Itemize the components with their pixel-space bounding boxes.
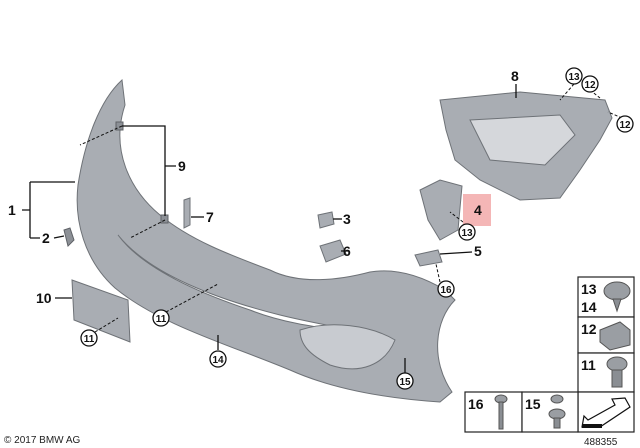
callout-1[interactable]: 1: [8, 202, 16, 218]
leader-5: [439, 251, 473, 255]
legend-cell-arrow[interactable]: [581, 397, 631, 428]
circled-ref-13-top[interactable]: 13: [565, 67, 583, 85]
part-4-bracket[interactable]: [419, 179, 463, 241]
circled-ref-12-top[interactable]: 12: [581, 75, 599, 93]
svg-text:12: 12: [581, 321, 597, 337]
svg-text:11: 11: [156, 314, 167, 325]
clip-nut-icon: [603, 281, 631, 313]
callout-5[interactable]: 5: [474, 243, 482, 259]
callout-7[interactable]: 7: [206, 209, 214, 225]
svg-text:11: 11: [581, 357, 596, 373]
long-bolt-icon: [494, 394, 508, 430]
part-7-bracket[interactable]: [183, 197, 191, 229]
circled-ref-16[interactable]: 16: [437, 280, 455, 298]
svg-text:13: 13: [581, 281, 597, 297]
leader-2: [53, 235, 65, 239]
svg-text:12: 12: [619, 120, 631, 131]
bumper-side-intake: [299, 324, 396, 370]
legend-cell-12[interactable]: 12: [581, 321, 631, 351]
diagram-number: 488355: [584, 437, 618, 448]
circled-ref-11-plate[interactable]: 11: [80, 329, 98, 347]
circled-ref-13-part4[interactable]: 13: [458, 223, 476, 241]
circled-ref-11-bumper[interactable]: 11: [152, 309, 170, 327]
svg-text:11: 11: [84, 334, 95, 345]
svg-text:13: 13: [461, 228, 473, 239]
part-6-cover[interactable]: [319, 239, 347, 263]
bumper-cover[interactable]: [76, 78, 456, 403]
svg-text:13: 13: [568, 72, 580, 83]
svg-text:16: 16: [468, 396, 484, 412]
leader-9-dash: [79, 125, 166, 239]
part-8-carrier-detail: [469, 114, 576, 166]
svg-text:12: 12: [584, 80, 596, 91]
callout-8[interactable]: 8: [511, 68, 519, 84]
part-2-cap[interactable]: [63, 227, 75, 247]
leader-11-plate: [94, 317, 119, 333]
callout-10[interactable]: 10: [36, 290, 52, 306]
part-10-plate-holder[interactable]: [71, 279, 131, 343]
svg-text:14: 14: [212, 355, 224, 366]
callout-3[interactable]: 3: [343, 211, 351, 227]
legend-cell-16[interactable]: 16: [468, 394, 508, 430]
arrow-icon: [581, 397, 631, 428]
svg-text:14: 14: [581, 299, 597, 315]
leader-1: [22, 181, 75, 239]
svg-text:16: 16: [440, 285, 452, 296]
part-3-cover[interactable]: [317, 211, 335, 229]
part-5-bracket[interactable]: [414, 249, 443, 267]
leader-16: [435, 263, 441, 283]
expanding-rivet-icon: [548, 394, 566, 429]
svg-text:15: 15: [399, 377, 411, 388]
part-9-clip-bottom[interactable]: [160, 214, 169, 224]
circled-ref-14[interactable]: 14: [209, 350, 227, 368]
legend-cell-11[interactable]: 11: [581, 356, 628, 388]
legend-cell-13-14[interactable]: 13 14: [581, 281, 631, 315]
highlight-callout-4: [463, 194, 491, 226]
circled-ref-12-right[interactable]: 12: [616, 115, 634, 133]
leader-13-part4: [449, 211, 468, 226]
legend-cell-15[interactable]: 15: [525, 394, 566, 429]
copyright: © 2017 BMW AG: [4, 435, 81, 446]
leader-9: [122, 125, 176, 216]
callout-6[interactable]: 6: [343, 243, 351, 259]
circled-ref-15[interactable]: 15: [396, 372, 414, 390]
callout-9[interactable]: 9: [178, 158, 186, 174]
spring-nut-icon: [599, 321, 631, 351]
callout-4[interactable]: 4: [474, 202, 482, 218]
screw-icon: [606, 356, 628, 388]
svg-text:15: 15: [525, 396, 541, 412]
callout-2[interactable]: 2: [42, 230, 50, 246]
